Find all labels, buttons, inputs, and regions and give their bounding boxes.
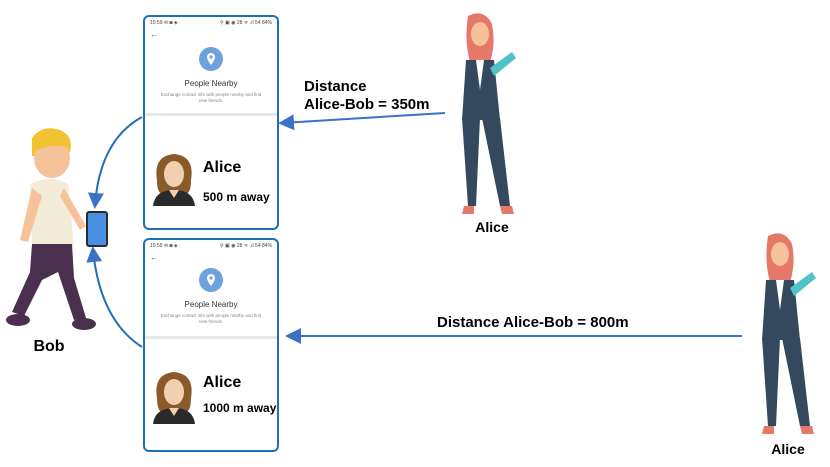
bob-figure <box>6 128 96 330</box>
status-right: ⚲ ▣ ◉ 28 ᯤ .ıl 54 84% <box>219 243 272 249</box>
contact-name[interactable]: Alice <box>203 159 242 176</box>
alice-near-label: Alice <box>475 219 509 235</box>
status-bar: 10:59 ✉ ◙ ◈ · ⚲ ▣ ◉ 28 ᯤ .ıl 54 84% <box>145 17 277 26</box>
phone-screen-bottom: 10:59 ✉ ◙ ◈ · ⚲ ▣ ◉ 28 ᯤ .ıl 54 84% ← Pe… <box>143 238 279 452</box>
avatar <box>153 154 195 206</box>
notify-arrow-top <box>87 116 143 209</box>
location-pin-icon <box>199 268 223 292</box>
distance-label-top: Distance Alice-Bob = 350m <box>304 78 429 114</box>
distance-label-bottom: Distance Alice-Bob = 800m <box>437 314 629 331</box>
location-pin-icon <box>199 47 223 71</box>
status-right: ⚲ ▣ ◉ 28 ᯤ .ıl 54 84% <box>219 20 272 26</box>
back-arrow-icon[interactable]: ← <box>150 253 158 262</box>
divider <box>145 113 277 116</box>
alice-far-label: Alice <box>771 441 805 457</box>
distance-arrow-top <box>278 112 446 131</box>
notify-arrow-bottom <box>86 246 143 348</box>
alice-figure-near <box>462 13 516 214</box>
people-nearby-subtitle: Exchange contact info with people nearby… <box>160 313 262 324</box>
back-arrow-icon[interactable]: ← <box>150 30 158 39</box>
status-left: 10:59 ✉ ◙ ◈ · <box>150 243 181 249</box>
divider <box>145 336 277 339</box>
contact-name[interactable]: Alice <box>203 374 242 391</box>
bob-label: Bob <box>33 338 65 355</box>
contact-distance: 1000 m away <box>203 401 277 415</box>
people-nearby-title: People Nearby <box>184 300 238 309</box>
alice-figure-far <box>762 233 816 434</box>
distance-label-top-line1: Distance <box>304 78 367 95</box>
phone-screen-top: 10:59 ✉ ◙ ◈ · ⚲ ▣ ◉ 28 ᯤ .ıl 54 84% ← Pe… <box>143 15 279 230</box>
status-bar: 10:59 ✉ ◙ ◈ · ⚲ ▣ ◉ 28 ᯤ .ıl 54 84% <box>145 240 277 249</box>
avatar <box>153 372 195 424</box>
distance-label-top-line2: Alice-Bob = 350m <box>304 96 430 113</box>
status-left: 10:59 ✉ ◙ ◈ · <box>150 20 181 26</box>
bob-phone-icon <box>86 211 108 247</box>
people-nearby-subtitle: Exchange contact info with people nearby… <box>160 92 262 103</box>
contact-distance: 500 m away <box>203 190 270 204</box>
people-nearby-title: People Nearby <box>184 79 238 88</box>
